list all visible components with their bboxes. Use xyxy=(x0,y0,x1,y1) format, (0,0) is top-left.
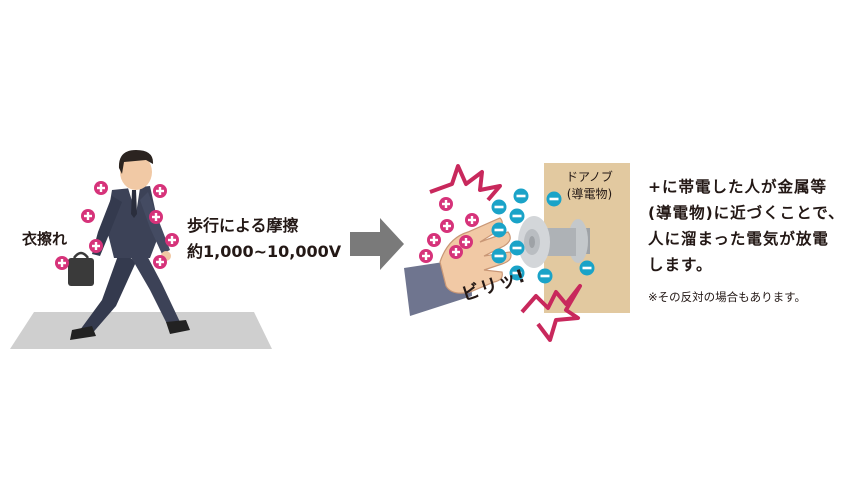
door-knob-label: ドアノブ (導電物) xyxy=(566,169,613,203)
arrow-right-icon xyxy=(350,218,404,270)
spark-icon xyxy=(520,284,582,342)
walking-friction-label: 歩行による摩擦 約1,000~10,000V xyxy=(187,213,341,265)
explanation-line: 人に溜まった電気が放電 xyxy=(648,230,829,248)
door-knob-text: ドアノブ xyxy=(566,170,613,184)
explanation-line: します。 xyxy=(648,256,713,274)
clothes-friction-label: 衣擦れ xyxy=(22,230,68,248)
voltage-range-text: 約1,000~10,000V xyxy=(187,242,342,261)
explanation-line: +に帯電した人が金属等 xyxy=(648,178,827,196)
walking-friction-text: 歩行による摩擦 xyxy=(187,216,299,235)
conductor-text: (導電物) xyxy=(566,187,613,201)
spark-icon xyxy=(429,164,502,202)
explanation-line: (導電物)に近づくことで、 xyxy=(648,204,845,222)
floor xyxy=(10,312,272,349)
note-text: ※その反対の場合もあります。 xyxy=(648,290,806,304)
door-knob xyxy=(518,216,590,268)
explanation-text: +に帯電した人が金属等 (導電物)に近づくことで、 人に溜まった電気が放電 しま… xyxy=(648,174,845,278)
